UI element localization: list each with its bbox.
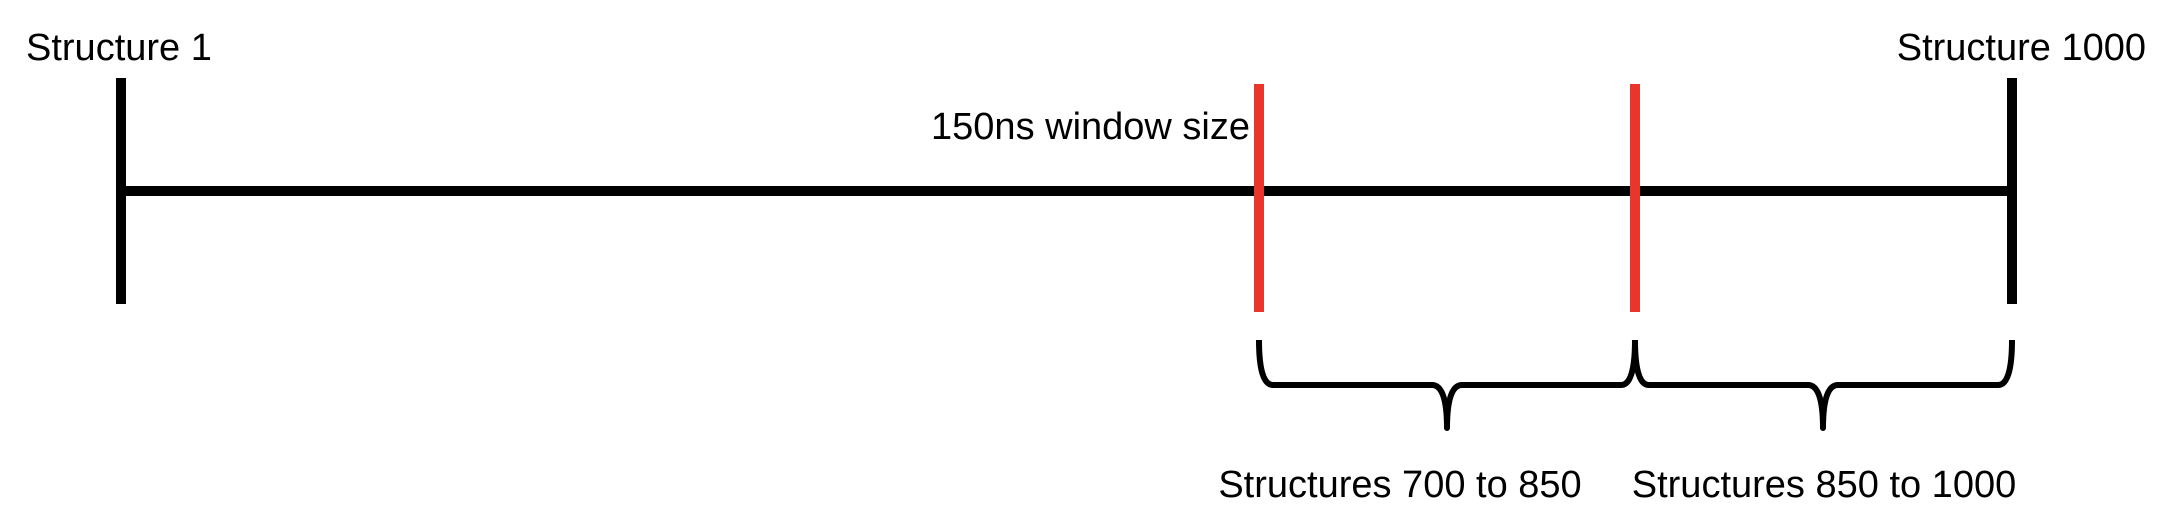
range-a-label: Structures 700 to 850: [1218, 464, 1581, 506]
brace-range-a: [1256, 339, 1638, 431]
brace-range-b: [1632, 339, 2015, 431]
start-label: Structure 1: [26, 27, 212, 69]
end-label: Structure 1000: [1897, 27, 2146, 69]
range-b-label: Structures 850 to 1000: [1632, 464, 2016, 506]
window-size-label: 150ns window size: [931, 106, 1250, 148]
